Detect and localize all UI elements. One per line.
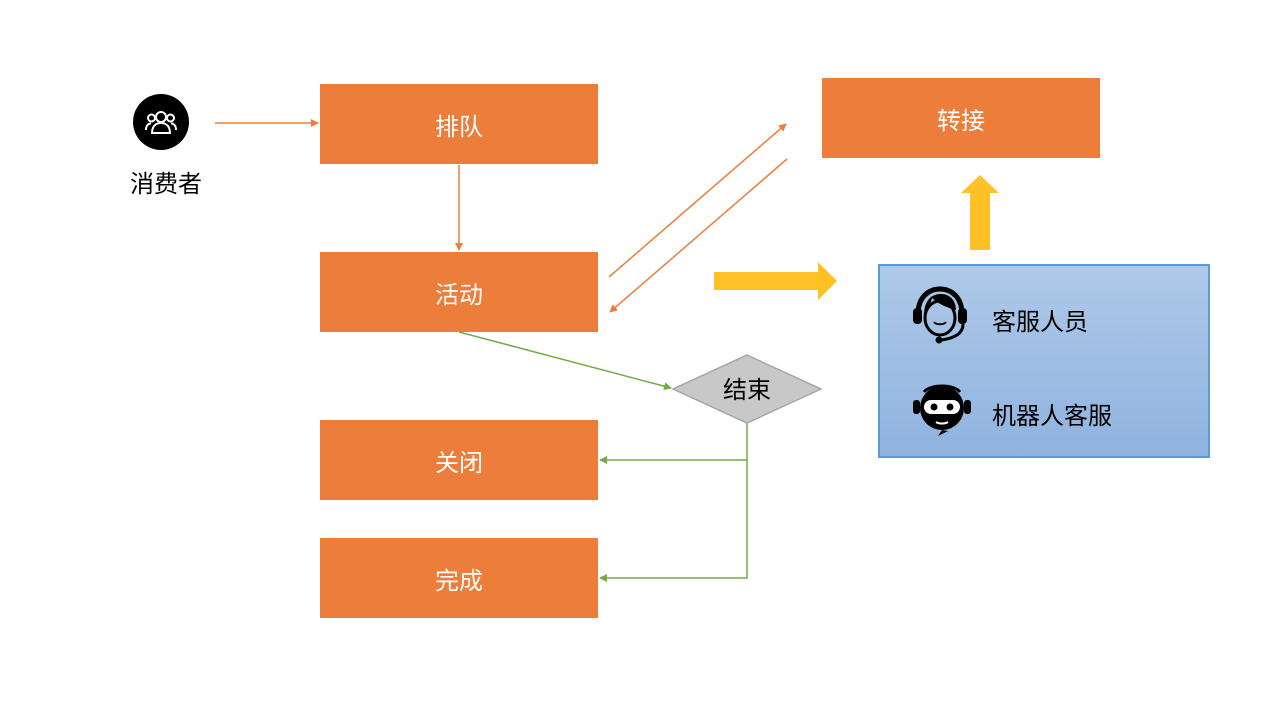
- step-close: 关闭: [320, 420, 598, 500]
- decision-diamond: [672, 354, 822, 424]
- arrow-end-to-close: [599, 423, 748, 464]
- big-arrow-up: [961, 175, 999, 250]
- step-transfer: 转接: [822, 78, 1100, 158]
- consumer-label: 消费者: [130, 170, 202, 198]
- step-active: 活动: [320, 252, 598, 332]
- agent-label-robot: 机器人客服: [992, 402, 1112, 430]
- big-arrow-right: [714, 262, 837, 300]
- arrow-active-to-end: [458, 331, 672, 391]
- group-users-icon: [133, 94, 189, 150]
- step-queue: 排队: [320, 84, 598, 164]
- robot-agent-icon: [910, 376, 974, 440]
- agent-label-human: 客服人员: [992, 308, 1088, 336]
- agents-panel: 客服人员 机器人客服: [878, 264, 1210, 458]
- arrow-end-to-complete: [599, 460, 748, 582]
- headset-agent-icon: [908, 282, 972, 346]
- decision-label: 结束: [723, 376, 771, 404]
- arrow-transfer-to-active: [609, 158, 788, 313]
- step-complete: 完成: [320, 538, 598, 618]
- arrow-active-to-transfer: [608, 123, 787, 278]
